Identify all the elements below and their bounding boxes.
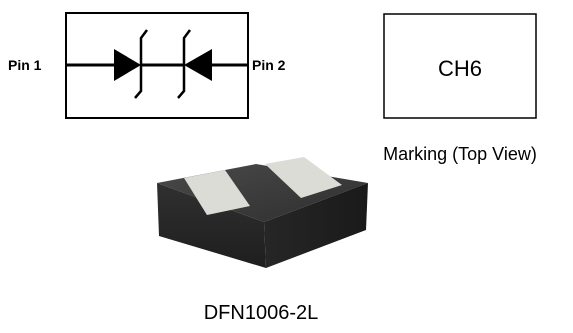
package-pad-right	[265, 157, 342, 198]
pin2-label: Pin 2	[252, 57, 286, 73]
marking-caption: Marking (Top View)	[383, 144, 537, 164]
zener-bar-right	[177, 29, 191, 99]
marking-code: CH6	[438, 56, 482, 81]
zener-bar-left	[134, 29, 148, 99]
package-front-face	[157, 183, 266, 268]
marking-box	[383, 13, 537, 119]
diode-right-triangle	[184, 49, 212, 81]
package-illustration	[157, 157, 368, 268]
package-pad-left	[184, 170, 250, 215]
package-caption: DFN1006-2L	[204, 302, 319, 324]
pin1-label: Pin 1	[8, 57, 42, 73]
package-side-face	[264, 183, 368, 268]
schematic-symbol	[65, 12, 249, 119]
diode-left-triangle	[114, 49, 141, 81]
